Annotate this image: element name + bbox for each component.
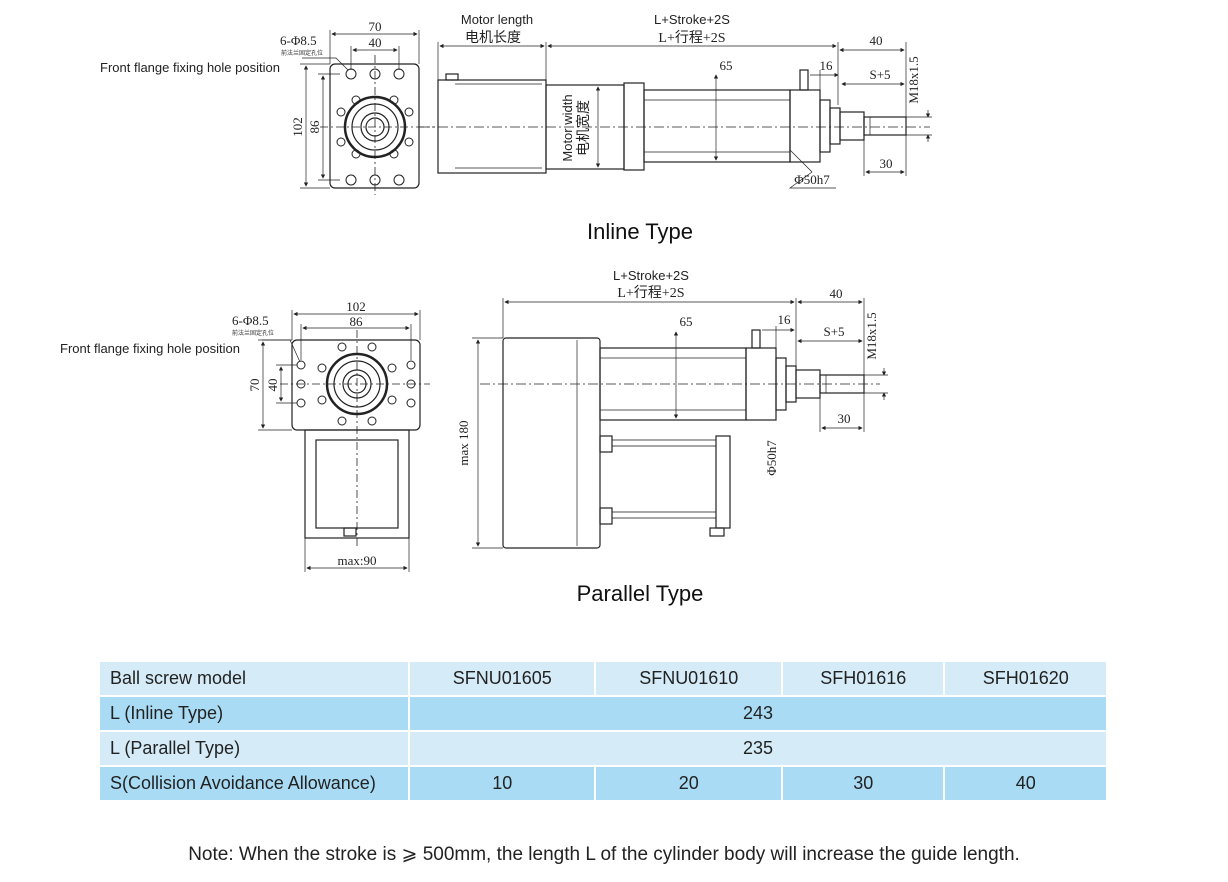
parallel-dim-70: 70 xyxy=(247,379,262,392)
table-cell: SFH01620 xyxy=(945,662,1108,697)
inline-dim-70: 70 xyxy=(369,19,382,34)
parallel-dim-16: 16 xyxy=(778,312,792,327)
table-cell: SFNU01610 xyxy=(596,662,783,697)
table-cell: 30 xyxy=(782,767,946,802)
inline-dim-thread: M18x1.5 xyxy=(906,56,921,103)
inline-dim-phi50: Φ50h7 xyxy=(794,172,830,187)
inline-stroke-en: L+Stroke+2S xyxy=(654,12,730,27)
inline-side-view xyxy=(420,42,932,189)
inline-stroke-cn: L+行程+2S xyxy=(658,30,725,46)
parallel-dim-65: 65 xyxy=(680,314,693,329)
row-label: Ball screw model xyxy=(100,662,410,697)
spec-table: Ball screw model SFNU01605 SFNU01610 SFH… xyxy=(100,662,1108,802)
inline-dim-40b: 40 xyxy=(870,33,883,48)
technical-drawing: 70 40 102 86 6-Φ8.5 前法兰固定孔位 Front flange… xyxy=(60,12,932,572)
parallel-dim-102: 102 xyxy=(346,299,366,314)
inline-dim-102: 102 xyxy=(290,117,305,137)
table-cell: 235 xyxy=(410,732,1108,767)
parallel-dim-max90: max:90 xyxy=(338,553,377,568)
parallel-type-title: Parallel Type xyxy=(576,581,704,606)
parallel-hole-label: Front flange fixing hole position xyxy=(60,341,240,356)
table-cell: 20 xyxy=(596,767,783,802)
inline-motor-length-en: Motor length xyxy=(461,12,533,27)
inline-dim-86: 86 xyxy=(307,120,322,134)
parallel-dim-s5: S+5 xyxy=(823,324,844,339)
inline-hole-callout: 6-Φ8.5 xyxy=(280,33,317,48)
inline-hole-label: Front flange fixing hole position xyxy=(100,60,280,75)
inline-motor-width-en: Motor width xyxy=(560,94,575,161)
inline-dim-30: 30 xyxy=(880,156,893,171)
parallel-dim-max180: max 180 xyxy=(456,420,471,465)
row-label: L (Inline Type) xyxy=(100,697,410,732)
inline-type-title: Inline Type xyxy=(586,219,693,244)
table-cell: SFNU01605 xyxy=(410,662,597,697)
inline-motor-width-cn: 电机宽度 xyxy=(575,100,592,156)
inline-dim-65: 65 xyxy=(720,58,733,73)
inline-dim-40: 40 xyxy=(369,35,382,50)
parallel-dim-40b: 40 xyxy=(830,286,843,301)
table-cell: SFH01616 xyxy=(782,662,946,697)
parallel-dim-thread: M18x1.5 xyxy=(864,312,879,359)
table-row: S(Collision Avoidance Allowance) 10 20 3… xyxy=(100,767,1108,802)
parallel-dim-phi50: Φ50h7 xyxy=(764,440,779,476)
inline-motor-length-cn: 电机长度 xyxy=(465,30,521,46)
parallel-front-view xyxy=(258,310,430,572)
parallel-stroke-cn: L+行程+2S xyxy=(617,285,684,301)
inline-flange-view xyxy=(300,30,435,195)
parallel-hole-callout-cn: 前法兰固定孔位 xyxy=(232,329,274,337)
table-row: L (Parallel Type) 235 xyxy=(100,732,1108,767)
table-row: Ball screw model SFNU01605 SFNU01610 SFH… xyxy=(100,662,1108,697)
parallel-dim-30: 30 xyxy=(838,411,851,426)
parallel-hole-callout: 6-Φ8.5 xyxy=(232,313,269,328)
table-cell: 243 xyxy=(410,697,1108,732)
footnote: Note: When the stroke is ⩾ 500mm, the le… xyxy=(188,844,1020,865)
table-cell: 40 xyxy=(945,767,1108,802)
inline-dim-16: 16 xyxy=(820,58,834,73)
table-cell: 10 xyxy=(410,767,597,802)
parallel-side-view xyxy=(472,298,888,549)
row-label: L (Parallel Type) xyxy=(100,732,410,767)
parallel-dim-40: 40 xyxy=(265,379,280,392)
table-row: L (Inline Type) 243 xyxy=(100,697,1108,732)
parallel-stroke-en: L+Stroke+2S xyxy=(613,268,689,283)
parallel-dim-86: 86 xyxy=(350,314,364,329)
row-label: S(Collision Avoidance Allowance) xyxy=(100,767,410,802)
inline-hole-callout-cn: 前法兰固定孔位 xyxy=(281,49,323,57)
inline-dim-s5: S+5 xyxy=(869,67,890,82)
